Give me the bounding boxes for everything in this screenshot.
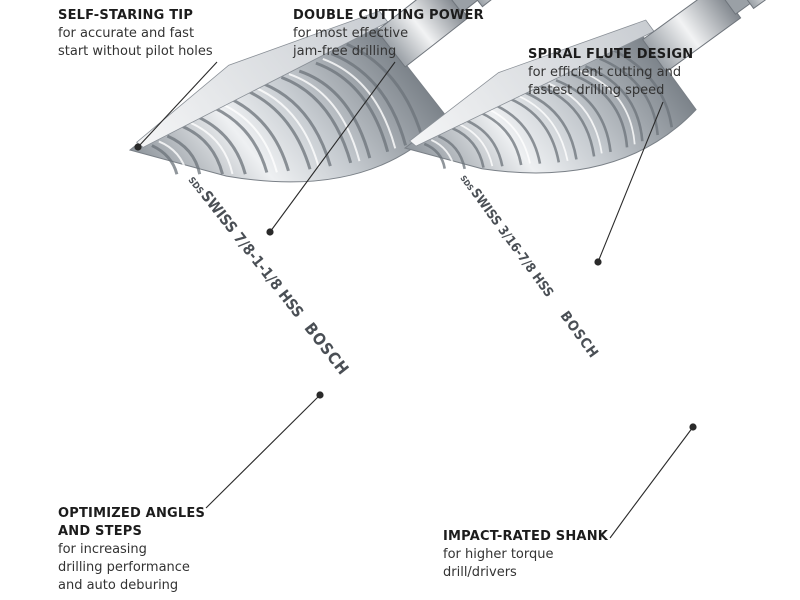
- callout-angles-title-line-1: OPTIMIZED ANGLES: [58, 506, 206, 521]
- callout-angles-line-1: for increasing: [58, 542, 147, 557]
- callout-impact-rated-shank: IMPACT-RATED SHANK for higher torque dri…: [443, 528, 608, 582]
- leader-line-flute: [597, 101, 664, 263]
- callout-cutting-line-2: jam-free drilling: [293, 44, 397, 59]
- leader-dots: [134, 143, 697, 431]
- callout-flute-line-2: fastest drilling speed: [528, 83, 665, 98]
- leader-line-angles: [205, 394, 321, 509]
- callout-cutting-line-1: for most effective: [293, 26, 409, 41]
- left-bit-brand: BOSCH: [301, 319, 354, 379]
- leader-dot-flute: [594, 258, 602, 266]
- callout-tip-line-1: for accurate and fast: [58, 26, 195, 41]
- callout-optimized-angles: OPTIMIZED ANGLES AND STEPS for increasin…: [58, 505, 205, 595]
- right-bit-brand: BOSCH: [557, 308, 602, 361]
- leader-line-tip: [137, 61, 218, 148]
- right-bit-marking: SWISS 3/16-7/8 HSS: [467, 186, 556, 300]
- leader-line-cutting: [269, 61, 396, 233]
- leader-lines: [137, 61, 694, 539]
- callout-tip-line-2: start without pilot holes: [58, 44, 213, 59]
- leader-line-shank: [609, 426, 694, 539]
- callout-flute-line-1: for efficient cutting and: [528, 65, 682, 80]
- callout-spiral-flute-design: SPIRAL FLUTE DESIGN for efficient cuttin…: [528, 46, 693, 100]
- left-bit-marking: SWISS 7/8-1-1/8 HSS: [197, 187, 307, 321]
- callout-self-staring-tip: SELF-STARING TIP for accurate and fast s…: [58, 7, 213, 61]
- leader-dot-cutting: [266, 228, 274, 236]
- callout-shank-line-1: for higher torque: [443, 547, 554, 562]
- callout-shank-line-2: drill/drivers: [443, 565, 517, 580]
- leader-dot-angles: [316, 391, 324, 399]
- callout-angles-line-3: and auto deburing: [58, 578, 179, 593]
- callout-shank-title: IMPACT-RATED SHANK: [443, 529, 609, 544]
- callout-double-cutting-power: DOUBLE CUTTING POWER for most effective …: [293, 7, 484, 61]
- callout-flute-title: SPIRAL FLUTE DESIGN: [528, 47, 694, 62]
- right-bit-model: SDS: [458, 174, 475, 193]
- callout-cutting-title: DOUBLE CUTTING POWER: [293, 8, 484, 23]
- callout-tip-title: SELF-STARING TIP: [58, 8, 194, 23]
- callout-angles-line-2: drilling performance: [58, 560, 190, 575]
- leader-dot-tip: [134, 143, 142, 151]
- leader-dot-shank: [689, 423, 697, 431]
- callout-angles-title-line-2: AND STEPS: [58, 524, 143, 539]
